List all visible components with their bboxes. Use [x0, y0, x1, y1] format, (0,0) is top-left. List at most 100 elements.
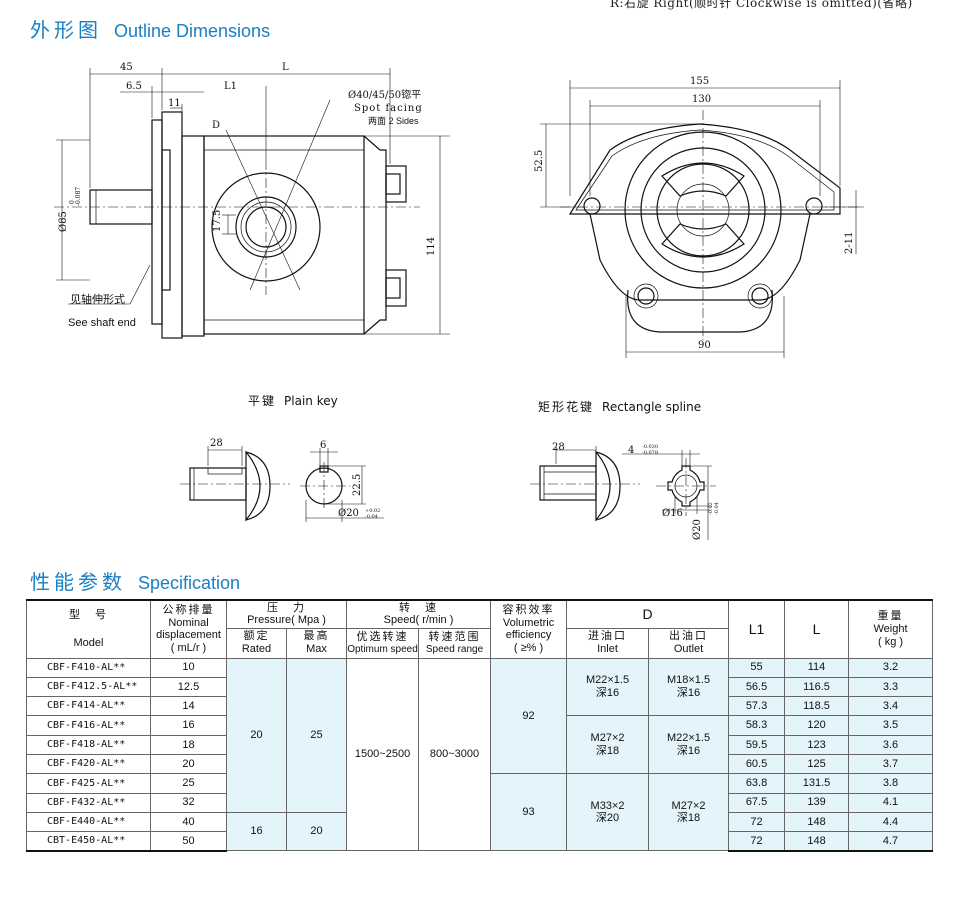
col-outlet-en: Outlet: [673, 643, 704, 655]
plain-key-caption-en: Plain key: [284, 394, 338, 408]
spline-caption-zh: 矩形花键: [538, 400, 595, 414]
spec-title-en: Specification: [138, 573, 241, 593]
outlet-2-depth: 深16: [676, 744, 701, 757]
col-weight-zh: 重量: [877, 609, 904, 623]
cell-model: CBT-E450-AL**: [26, 831, 151, 852]
spline-dim-20-tol-up: -0.02: [708, 502, 714, 515]
outline-section-title: 外形图 Outline Dimensions: [30, 14, 270, 43]
spec-table: 型 号 Model 公称排量 Nominal displacement ( mL…: [26, 599, 934, 852]
plain-key-dim-20: Ø20: [338, 508, 359, 519]
cell-weight: 4.4: [848, 811, 934, 833]
plain-key-dim-6: 6: [320, 440, 326, 451]
col-outlet-zh: 出油口: [669, 629, 709, 643]
spec-section-title: 性能参数 Specification: [30, 566, 240, 595]
plain-key-dim-22-5: 22.5: [352, 474, 363, 496]
dim-spot-facing-dia: Ø40/45/50锪平: [348, 88, 421, 101]
cell-disp: 50: [150, 831, 227, 852]
plain-key-caption-zh: 平键: [248, 394, 277, 408]
spline-dim-20-tol-lo: -0.04: [714, 502, 720, 515]
cell-L: 120: [784, 715, 850, 736]
cell-weight: 3.6: [848, 734, 934, 755]
pump-side-view: 45 L 6.5 L1 11 D Ø40/45/50锪平 Spot facing…: [54, 62, 450, 339]
spline-dim-4-tol-lo: -0.078: [642, 450, 658, 456]
cell-L1: 57.3: [728, 696, 786, 717]
col-model-zh: 型 号: [69, 607, 108, 621]
col-pressure: 压 力 Pressure( Mpa ): [225, 599, 348, 629]
cell-eff-group-b: 93: [490, 773, 568, 852]
cell-model: CBF-F412.5-AL**: [26, 676, 151, 698]
col-D: D: [566, 599, 730, 629]
cell-disp: 16: [150, 715, 227, 736]
cell-model: CBF-E440-AL**: [26, 811, 151, 833]
dim-52-5: 52.5: [534, 150, 545, 172]
table-row: CBF-F432-AL** 32 67.5 139 4.1: [26, 792, 934, 813]
dim-6-5: 6.5: [126, 81, 142, 92]
cell-max-group-b: 20: [285, 811, 348, 852]
col-range-zh: 转速范围: [428, 629, 481, 643]
cell-disp: 10: [150, 657, 227, 678]
cell-L1: 72: [728, 831, 786, 852]
cell-weight: 4.7: [848, 831, 934, 852]
plain-key-dim-28: 28: [210, 438, 223, 449]
cell-L1: 72: [728, 811, 786, 833]
cell-weight: 3.5: [848, 715, 934, 736]
col-eff-en2: efficiency: [505, 629, 552, 642]
cell-L1: 58.3: [728, 715, 786, 736]
inlet-3-depth: 深20: [595, 812, 620, 825]
col-max-zh: 最高: [303, 629, 330, 643]
dim-85-tol-upper: 0: [69, 200, 76, 204]
spline-dim-4: 4: [628, 445, 634, 456]
col-weight-unit: ( kg ): [878, 635, 904, 648]
cell-weight: 3.4: [848, 696, 934, 717]
cell-disp: 20: [150, 753, 227, 775]
rotation-note: R:右旋 Right(顺时针 Clockwise is omitted)(省略): [610, 0, 913, 10]
cell-disp: 25: [150, 773, 227, 794]
cell-L: 139: [784, 792, 850, 813]
col-inlet-en: Inlet: [597, 643, 618, 655]
dim-2-11: 2-11: [844, 232, 855, 254]
outline-title-en: Outline Dimensions: [114, 21, 271, 41]
col-opt-zh: 优选转速: [356, 629, 409, 643]
cell-rated-group-b: 16: [226, 811, 287, 852]
cell-L1: 55: [728, 657, 786, 678]
col-eff-unit: ( ≥% ): [513, 641, 544, 654]
inlet-3-thread: M33×2: [590, 799, 625, 812]
dim-D: D: [212, 120, 220, 131]
cell-L: 148: [784, 831, 850, 852]
cell-weight: 3.8: [848, 773, 934, 794]
shaft-note-zh: 见轴伸形式: [70, 292, 125, 306]
cell-L: 131.5: [784, 773, 850, 794]
col-opt-en: Optimum speed: [347, 643, 418, 655]
dim-155: 155: [690, 76, 709, 87]
col-disp-zh: 公称排量: [162, 602, 215, 616]
cell-model: CBF-F416-AL**: [26, 715, 151, 736]
cell-L: 125: [784, 753, 850, 775]
dim-17-5: 17.5: [212, 210, 223, 232]
cell-speed-range: 800~3000: [418, 657, 492, 852]
cell-eff-group-a: 92: [490, 657, 568, 775]
cell-weight: 4.1: [848, 792, 934, 813]
col-press-en: Pressure( Mpa ): [247, 614, 326, 627]
col-disp-unit: ( mL/r ): [170, 641, 207, 654]
spline-caption: 矩形花键 Rectangle spline: [538, 398, 701, 415]
cell-model: CBF-F432-AL**: [26, 792, 151, 813]
spline-caption-en: Rectangle spline: [602, 400, 702, 414]
col-speed-en: Speed( r/min ): [383, 614, 454, 627]
table-row: CBF-F412.5-AL** 12.5 56.5 116.5 3.3: [26, 676, 934, 698]
cell-model: CBF-F418-AL**: [26, 734, 151, 755]
col-efficiency: 容积效率 Volumetric efficiency ( ≥% ): [490, 599, 568, 659]
cell-L: 118.5: [784, 696, 850, 717]
inlet-2-depth: 深18: [595, 744, 620, 757]
outline-title-zh: 外形图: [30, 18, 102, 42]
col-max-en: Max: [306, 643, 327, 655]
col-inlet-zh: 进油口: [588, 629, 628, 643]
dim-114: 114: [426, 237, 437, 256]
table-row: CBF-E440-AL** 40 16 20 72 148 4.4: [26, 811, 934, 852]
